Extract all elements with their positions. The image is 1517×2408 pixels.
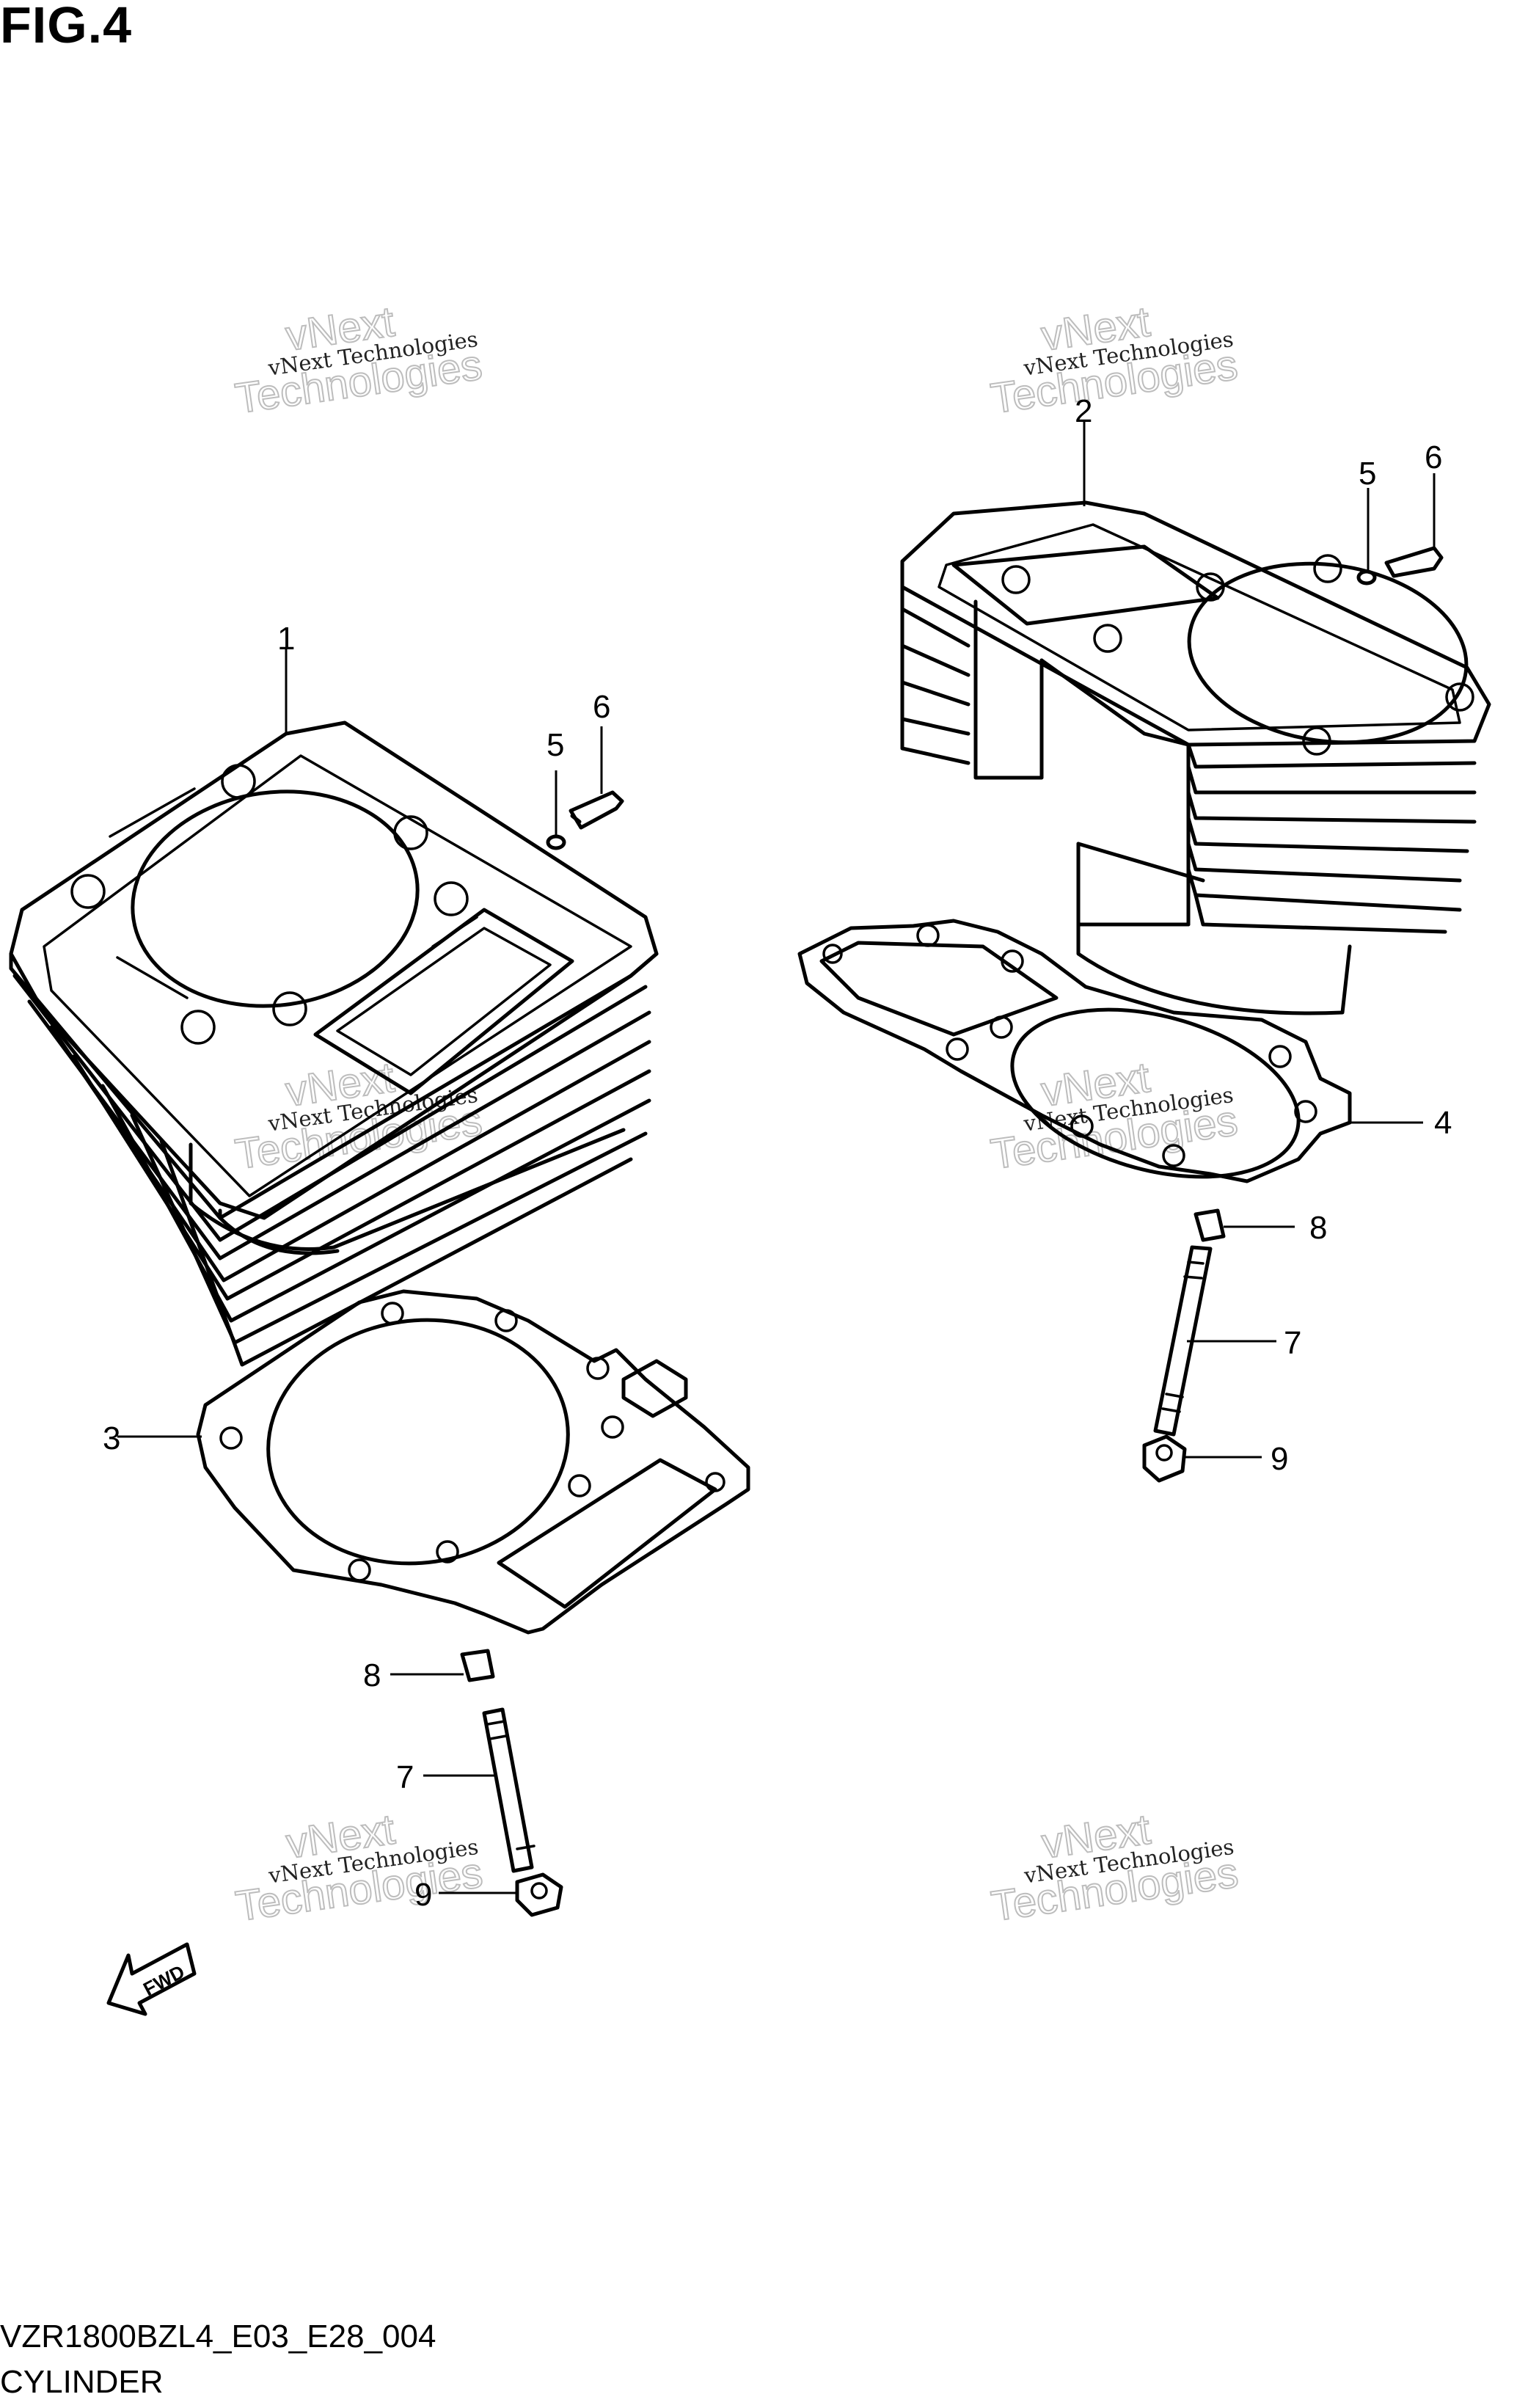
callout-2: 2 [1075,393,1092,429]
callout-5-front: 5 [547,727,564,763]
callout-9-rear: 9 [1271,1441,1288,1477]
callout-6-rear: 6 [1425,439,1442,475]
callout-7-front: 7 [396,1759,414,1795]
figure-title: FIG.4 [0,0,133,54]
callout-8-front: 8 [363,1657,381,1693]
callout-8-rear: 8 [1309,1210,1327,1246]
watermark-bottom-right: Technologies vNext vNext Technologies [987,1805,1241,1931]
nut-front-part-9 [515,1872,563,1917]
stud-rear-part-7 [1153,1245,1213,1437]
callout-4: 4 [1434,1105,1452,1141]
stud-front-part-7 [482,1707,535,1873]
callout-7-rear: 7 [1284,1325,1301,1361]
watermark-top-right: Technologies vNext vNext Technologies [987,297,1241,423]
callout-3: 3 [103,1420,120,1456]
dowel-rear-part-8 [1194,1208,1226,1242]
diagram-name: CYLINDER [0,2364,164,2400]
model-code: VZR1800BZL4_E03_E28_004 [0,2318,436,2354]
callout-6-front: 6 [593,689,610,725]
cylinder-rear-part-2 [900,500,1491,1015]
fitting-front-part-6 [569,790,624,830]
watermark-bottom-left: Technologies vNext vNext Technologies [232,1805,486,1931]
callout-labels: 1 2 3 4 5 6 5 6 8 7 9 8 7 9 [103,393,1452,1913]
dowel-front-part-8 [460,1649,495,1682]
callout-9-front: 9 [414,1877,432,1913]
washer-front-part-5 [546,834,566,850]
fitting-rear-part-6 [1384,546,1444,578]
cylinder-front-part-1 [9,720,659,1367]
leader-lines [117,422,1436,1894]
gasket-front-part-3 [196,1289,750,1635]
callout-1: 1 [277,621,295,657]
forward-arrow-icon: FWD [106,1942,197,2016]
washer-rear-part-5 [1356,569,1377,585]
watermark-top-left: Technologies vNext vNext Technologies [232,297,486,423]
callout-5-rear: 5 [1359,456,1376,492]
nut-rear-part-9 [1142,1434,1187,1483]
